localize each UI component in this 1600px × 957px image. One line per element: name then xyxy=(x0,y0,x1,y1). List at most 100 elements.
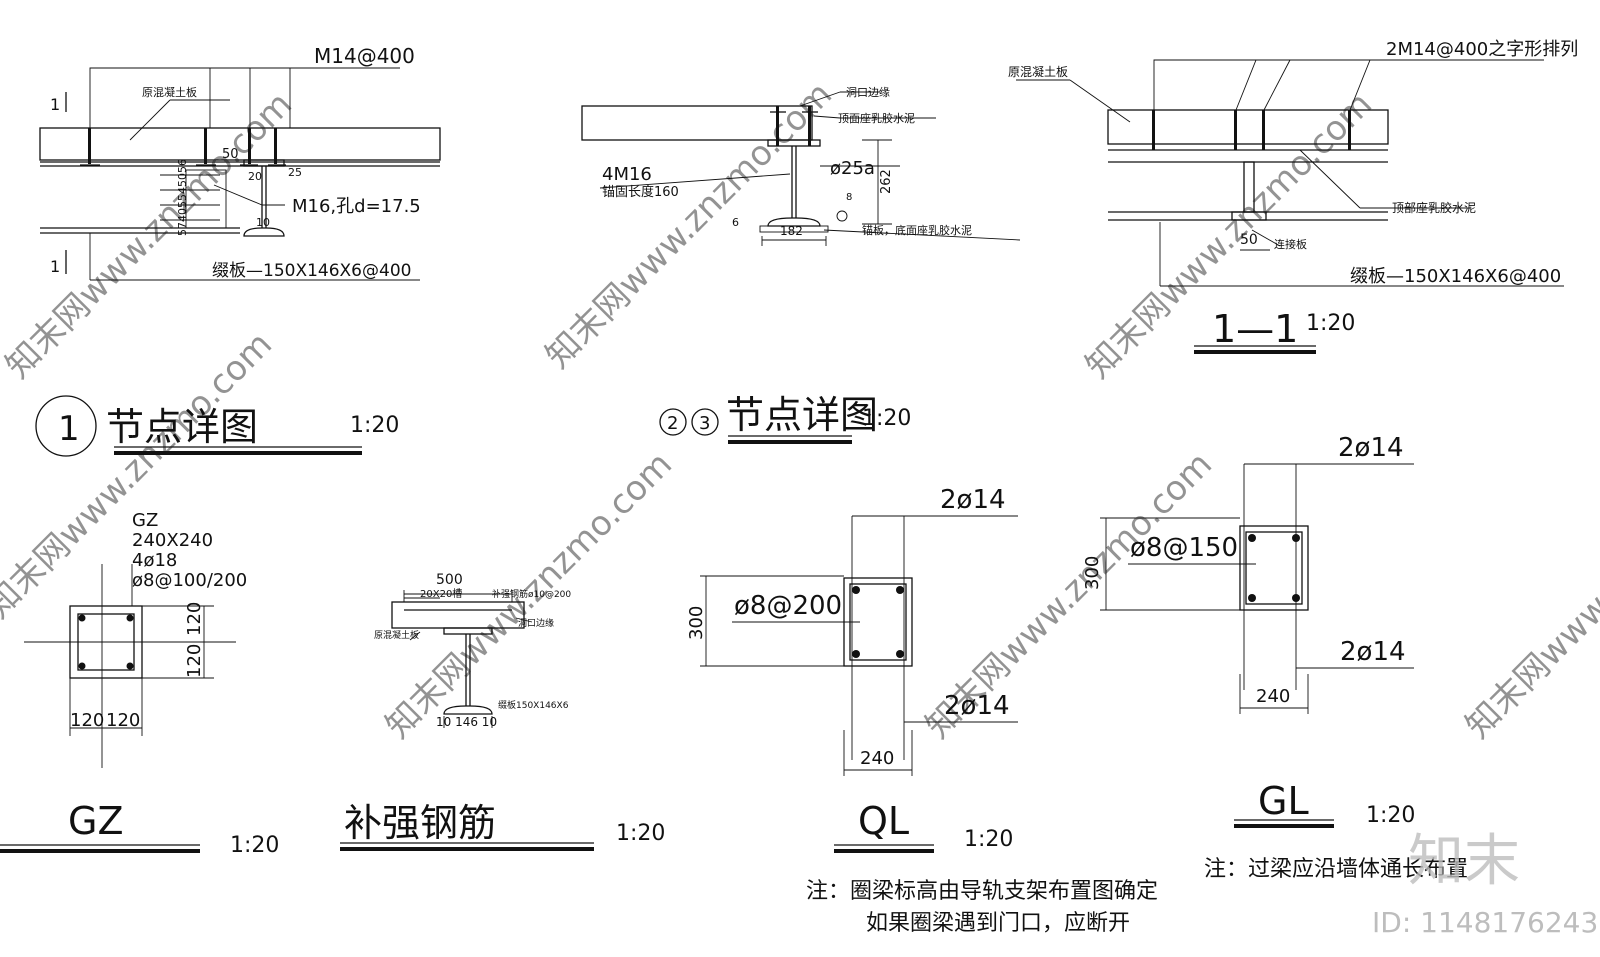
rebar-dots xyxy=(852,586,904,658)
vertical-dims: 57405545056 xyxy=(176,159,189,236)
dim-label: 50 xyxy=(1240,232,1258,248)
anchor-bolts xyxy=(770,106,818,146)
detail-title: 节点详图 xyxy=(106,405,258,449)
height-dim: 262 xyxy=(879,169,894,194)
ql-note-line-1: 注：圈梁标高由导轨支架布置图确定 xyxy=(806,879,1158,904)
plate-spec-label: 缀板—150X146X6@400 xyxy=(212,261,411,281)
concrete-slab xyxy=(581,105,813,141)
gl-title: GL xyxy=(1258,779,1309,823)
bolt-spec-label: 2M14@400之字形排列 xyxy=(1386,39,1578,60)
column-outline xyxy=(69,605,143,679)
gz-spec-line: GZ xyxy=(132,510,158,531)
gz-column-detail: GZ 240X240 4ø18 ø8@100/200 120 120 120 1… xyxy=(0,510,279,858)
section-1-1: 2M14@400之字形排列 原混凝土板 顶部座乳胶水泥 50 连接板 缀板—15… xyxy=(1008,39,1578,354)
slab-label: 原混凝土板 xyxy=(1008,64,1068,79)
detail-number: 2 xyxy=(667,413,678,434)
dim-label: 25 xyxy=(288,166,302,179)
bolt-hole-label: M16,孔d=17.5 xyxy=(292,196,421,217)
reinforcement-scale: 1:20 xyxy=(616,821,665,846)
dim-label: 120 xyxy=(70,710,104,731)
bolt-spec-label: M14@400 xyxy=(314,44,415,68)
reinforcement-title: 补强钢筋 xyxy=(344,801,496,845)
i-beam-section xyxy=(759,139,829,233)
brand-logo: 知末 xyxy=(1408,829,1520,894)
width-dim: 182 xyxy=(780,224,803,238)
bolt-spec-label: 4M16 xyxy=(602,164,652,185)
slab-label: 原混凝土板 xyxy=(374,629,419,641)
detail-number: 3 xyxy=(699,413,710,434)
dim-label: 120 xyxy=(184,602,205,636)
beam-type-label: ø25a xyxy=(830,158,875,179)
height-dim: 300 xyxy=(686,606,707,640)
image-id: ID: 1148176243 xyxy=(1372,906,1598,939)
gl-scale: 1:20 xyxy=(1366,803,1415,828)
bottom-rebar-label: 2ø14 xyxy=(1340,637,1406,667)
detail-2-3: 洞口边缘 顶面座乳胶水泥 4M16 锚固长度160 ø25a 262 8 6 1… xyxy=(581,86,1021,444)
dim-label: 120 xyxy=(106,710,140,731)
rebar-dots xyxy=(1248,534,1300,602)
top-mortar-label: 顶部座乳胶水泥 xyxy=(1392,200,1476,215)
detail-number-circle xyxy=(35,395,97,457)
rebar-dots xyxy=(78,614,134,670)
height-dim: 300 xyxy=(1082,556,1103,590)
gz-spec-line: 240X240 xyxy=(132,530,213,551)
stirrup xyxy=(77,613,135,671)
top-rebar-label: 2ø14 xyxy=(940,485,1006,515)
anchor-bolts xyxy=(80,128,286,166)
stirrup-label: ø8@200 xyxy=(734,591,842,621)
watermark-text: 知末网www.znzmo.com xyxy=(1458,444,1600,746)
top-mortar-label: 顶面座乳胶水泥 xyxy=(838,111,915,125)
plate-spec-label: 缀板—150X146X6@400 xyxy=(1350,266,1561,287)
anchor-bolts xyxy=(1152,110,1351,150)
rebar-label: 补强钢筋ø10@200 xyxy=(492,588,571,600)
ql-scale: 1:20 xyxy=(964,827,1013,852)
section-scale: 1:20 xyxy=(1306,311,1355,336)
ql-ring-beam-detail: 2ø14 ø8@200 2ø14 300 240 QL 1:20 注：圈梁标高由… xyxy=(686,485,1158,936)
beam-outline xyxy=(1239,525,1309,611)
slab-label: 原混凝土板 xyxy=(142,85,197,99)
dim-label: 120 xyxy=(184,644,205,678)
reinforcement-detail: 500 20X20槽 补强钢筋ø10@200 洞口边缘 原混凝土板 缀板150X… xyxy=(340,572,665,851)
concrete-slab xyxy=(39,127,441,161)
detail-number-circle xyxy=(659,408,687,436)
dim-label: 20 xyxy=(248,170,262,183)
groove-label: 20X20槽 xyxy=(420,587,462,600)
gl-lintel-detail: 2ø14 ø8@150 2ø14 300 240 GL 1:20 注：过梁应沿墙… xyxy=(1082,433,1468,882)
dim-label: 6 xyxy=(732,216,739,229)
brand-mark: 知末 ID: 1148176243 xyxy=(1372,829,1598,939)
stirrup-label: ø8@150 xyxy=(1130,533,1238,563)
stirrup xyxy=(1245,531,1303,605)
connection-plate-label: 连接板 xyxy=(1274,237,1307,251)
gz-spec-line: 4ø18 xyxy=(132,550,177,571)
anchor-plate-label: 锚板，底面座乳胶水泥 xyxy=(862,223,972,237)
dim-label: 50 xyxy=(222,147,239,162)
detail-scale: 1:20 xyxy=(350,413,399,438)
top-rebar-label: 2ø14 xyxy=(1338,433,1404,463)
dim-label: 10 146 10 xyxy=(436,715,497,729)
section-mark: 1 xyxy=(50,95,60,114)
plate-spec-label: 缀板150X146X6 xyxy=(498,699,569,711)
detail-number-circle xyxy=(691,408,719,436)
i-beam-section xyxy=(443,627,493,715)
ql-title: QL xyxy=(858,799,909,843)
connection-plate xyxy=(1231,161,1267,221)
concrete-slab xyxy=(1107,109,1389,145)
gl-note: 注：过梁应沿墙体通长布置 xyxy=(1204,857,1468,882)
bottom-rebar-label: 2ø14 xyxy=(944,691,1010,721)
dim-label: 8 xyxy=(846,192,852,203)
width-dim: 240 xyxy=(1256,686,1290,707)
hole-edge-label: 洞口边缘 xyxy=(518,617,554,629)
section-mark: 1 xyxy=(50,257,60,276)
dim-label: 500 xyxy=(436,572,463,588)
detail-number: 1 xyxy=(58,409,80,449)
gz-scale: 1:20 xyxy=(230,833,279,858)
detail-scale: 1:20 xyxy=(862,406,911,431)
anchor-length-label: 锚固长度160 xyxy=(602,184,679,200)
hole-edge-label: 洞口边缘 xyxy=(846,86,890,99)
gz-title: GZ xyxy=(68,799,123,843)
gz-spec-line: ø8@100/200 xyxy=(132,570,247,591)
ql-note-line-2: 如果圈梁遇到门口，应断开 xyxy=(866,911,1130,936)
dim-label: 10 xyxy=(256,216,270,229)
i-beam-section xyxy=(243,159,285,237)
